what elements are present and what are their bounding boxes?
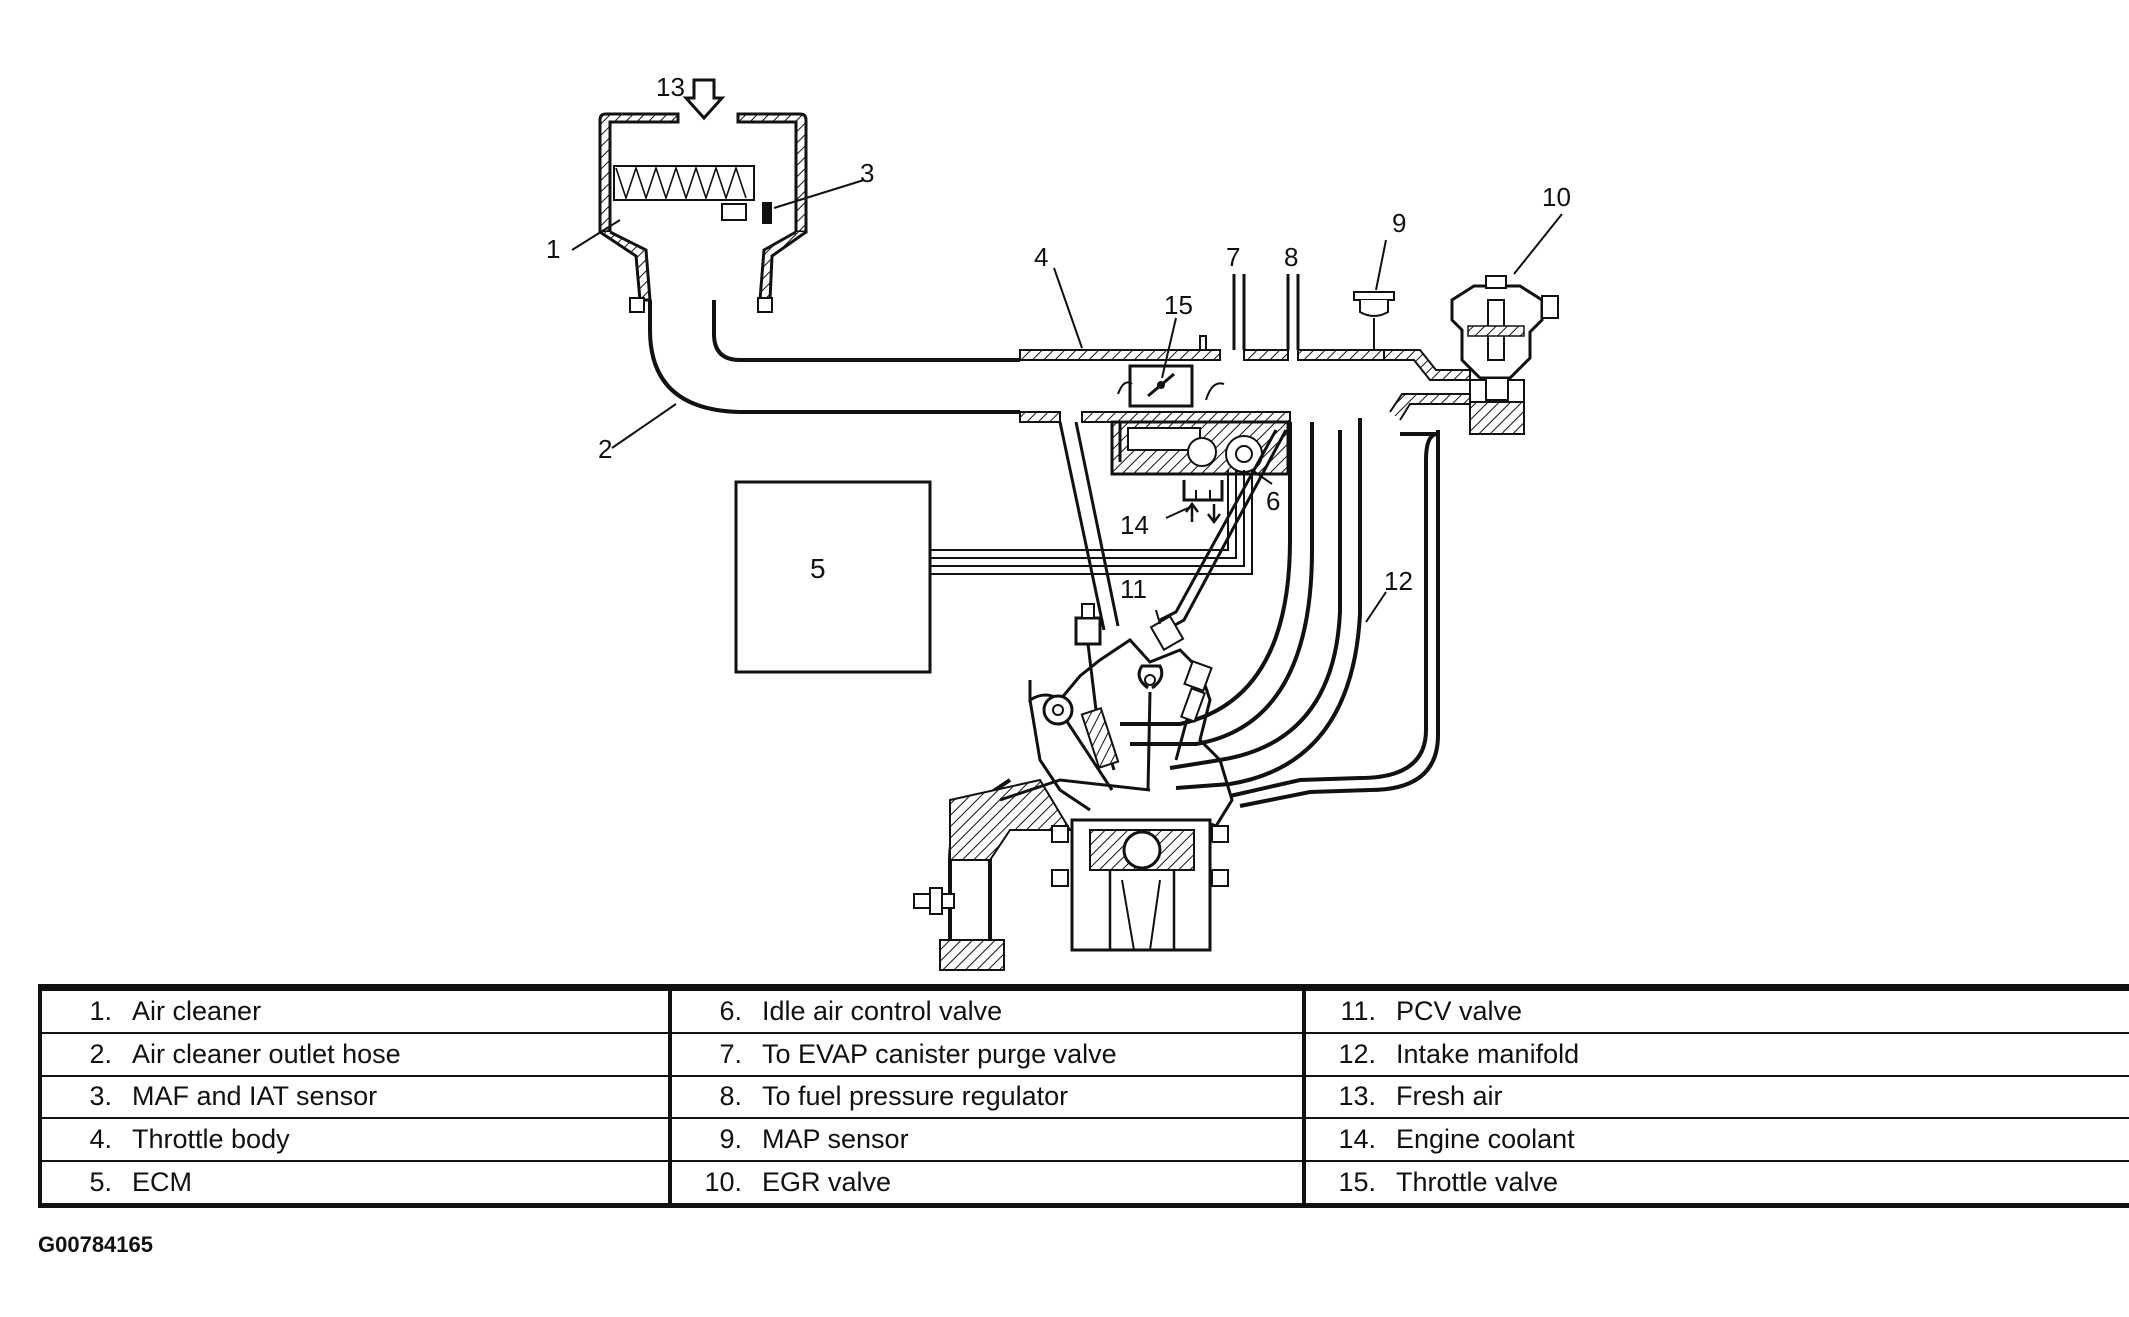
legend-label: MAF and IAT sensor [132, 1081, 378, 1112]
fresh-air-arrow [682, 78, 726, 121]
legend-column-3: 11. PCV valve 12. Intake manifold 13. Fr… [1302, 991, 2129, 1203]
legend-label: Air cleaner outlet hose [132, 1038, 401, 1069]
callout-3: 3 [860, 158, 874, 188]
legend-label: EGR valve [762, 1167, 892, 1198]
legend-number: 5. [89, 1167, 112, 1198]
callout-15: 15 [1164, 290, 1193, 320]
legend-label: ECM [132, 1167, 192, 1198]
legend-row: 5. ECM [42, 1160, 668, 1203]
callout-12: 12 [1384, 566, 1413, 596]
legend-table: 1. Air cleaner 2. Air cleaner outlet hos… [38, 984, 2129, 1208]
air-cleaner-outlet-hose [648, 300, 1020, 414]
legend-label: To fuel pressure regulator [762, 1081, 1069, 1112]
legend-row: 4. Throttle body [42, 1117, 668, 1160]
legend-label: PCV valve [1396, 995, 1523, 1026]
legend-label: Engine coolant [1396, 1124, 1575, 1155]
callout-11: 11 [1120, 574, 1147, 604]
legend-row: 11. PCV valve [1306, 991, 2129, 1032]
legend-number: 9. [719, 1124, 742, 1155]
legend-row: 7. To EVAP canister purge valve [672, 1031, 1302, 1075]
evap-purge-tube [1232, 274, 1246, 350]
callout-14: 14 [1120, 510, 1149, 540]
callout-8: 8 [1284, 242, 1298, 272]
legend-row: 9. MAP sensor [672, 1117, 1302, 1160]
pcv-valve [1149, 614, 1185, 652]
legend-column-2: 6. Idle air control valve 7. To EVAP can… [668, 991, 1302, 1203]
legend-label: Fresh air [1396, 1081, 1503, 1112]
legend-number: 1. [89, 995, 112, 1026]
legend-number: 15. [1338, 1167, 1376, 1198]
legend-number: 4. [89, 1124, 112, 1155]
leader-lines [571, 179, 1563, 625]
callout-1: 1 [546, 234, 560, 264]
legend-number: 10. [704, 1167, 742, 1198]
map-sensor [1353, 291, 1395, 350]
legend-row: 6. Idle air control valve [672, 991, 1302, 1032]
legend-label: Intake manifold [1396, 1038, 1580, 1069]
egr-valve [1383, 275, 1559, 435]
legend-number: 2. [89, 1038, 112, 1069]
intake-system-diagram: 1 2 3 4 5 6 7 8 9 10 11 12 13 14 15 [546, 72, 1571, 971]
callout-6: 6 [1266, 486, 1280, 516]
legend-number: 8. [719, 1081, 742, 1112]
legend-number: 7. [719, 1038, 742, 1069]
legend-number: 12. [1338, 1038, 1376, 1069]
idle-air-control-valve [1110, 420, 1290, 525]
legend-label: Air cleaner [132, 995, 262, 1026]
intake-manifold [1120, 418, 1440, 808]
legend-row: 12. Intake manifold [1306, 1031, 2129, 1075]
ecm-box [734, 480, 932, 674]
legend-row: 13. Fresh air [1306, 1074, 2129, 1118]
legend-label: Idle air control valve [762, 995, 1003, 1026]
legend-row: 2. Air cleaner outlet hose [42, 1031, 668, 1075]
legend-row: 15. Throttle valve [1306, 1160, 2129, 1203]
callout-2: 2 [598, 434, 612, 464]
legend-label: Throttle valve [1396, 1167, 1559, 1198]
legend-row: 10. EGR valve [672, 1160, 1302, 1203]
legend-number: 13. [1338, 1081, 1376, 1112]
callout-10: 10 [1542, 182, 1571, 212]
legend-number: 3. [89, 1081, 112, 1112]
ecm-wiring [930, 470, 1253, 575]
maf-iat-sensor [721, 202, 772, 224]
legend-number: 14. [1338, 1124, 1376, 1155]
exhaust-port [913, 887, 1005, 971]
legend-label: MAP sensor [762, 1124, 909, 1155]
callout-5: 5 [810, 553, 826, 584]
callout-4: 4 [1034, 242, 1048, 272]
legend-column-1: 1. Air cleaner 2. Air cleaner outlet hos… [42, 991, 668, 1203]
engine-valvetrain [1042, 603, 1213, 791]
legend-row: 1. Air cleaner [42, 991, 668, 1032]
legend-row: 8. To fuel pressure regulator [672, 1074, 1302, 1118]
legend-number: 11. [1340, 995, 1376, 1026]
callout-9: 9 [1392, 208, 1406, 238]
legend-number: 6. [719, 995, 742, 1026]
legend-row: 14. Engine coolant [1306, 1117, 2129, 1160]
callout-7: 7 [1226, 242, 1240, 272]
air-cleaner [598, 112, 808, 313]
fuel-pressure-regulator-tube [1286, 274, 1300, 350]
callout-13: 13 [656, 72, 685, 102]
legend-label: Throttle body [132, 1124, 290, 1155]
engine-cylinder [948, 638, 1234, 952]
legend-row: 3. MAF and IAT sensor [42, 1074, 668, 1118]
legend-label: To EVAP canister purge valve [762, 1038, 1117, 1069]
throttle-body [1019, 335, 1291, 423]
figure-id: G00784165 [38, 1232, 153, 1257]
